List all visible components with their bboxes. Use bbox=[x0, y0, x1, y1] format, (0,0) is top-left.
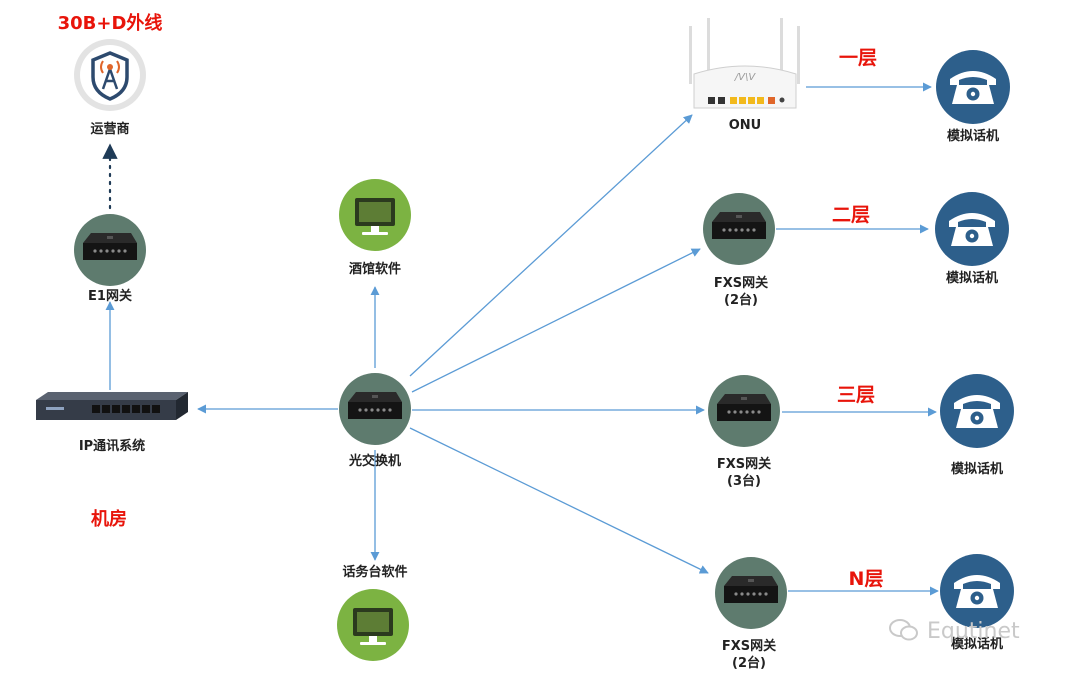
link-switch-to-fxs3 bbox=[409, 427, 709, 574]
fxs-gateway-2-count: (3台) bbox=[727, 474, 761, 489]
link-switch-to-onu bbox=[409, 114, 693, 377]
ip-system-label: IP通讯系统 bbox=[78, 439, 146, 454]
fxs-gateway-3-icon bbox=[715, 557, 787, 629]
optical-switch-label: 光交换机 bbox=[348, 454, 402, 469]
e1-gateway-label: E1网关 bbox=[88, 289, 132, 304]
svg-text:/V\V: /V\V bbox=[734, 72, 757, 83]
fxs-gateway-1-label: FXS网关 (2台) bbox=[714, 275, 768, 309]
optical-switch-icon bbox=[339, 373, 411, 445]
trunk-label: 30B+D外线 bbox=[57, 13, 163, 34]
onu-label: ONU bbox=[728, 118, 762, 133]
carrier-label: 运营商 bbox=[90, 122, 130, 137]
fxs-gateway-2-label: FXS网关 (3台) bbox=[717, 456, 771, 490]
watermark-text: Equtinet bbox=[927, 619, 1020, 644]
phone-1-icon bbox=[936, 50, 1010, 124]
wechat-icon bbox=[889, 619, 918, 641]
ip-pbx-rack-icon bbox=[36, 392, 188, 420]
hotel-software-label: 酒馆软件 bbox=[348, 262, 402, 277]
phone-1-label: 模拟话机 bbox=[946, 129, 1000, 144]
fxs-gateway-2-icon bbox=[708, 375, 780, 447]
hotel-software-monitor-icon bbox=[339, 179, 411, 251]
floor-3-label: 三层 bbox=[836, 384, 876, 406]
fxs-gateway-1-count: (2台) bbox=[724, 293, 758, 308]
link-switch-to-fxs1 bbox=[411, 248, 701, 393]
floor-1-label: 一层 bbox=[838, 47, 878, 69]
onu-router-icon: /V\V bbox=[689, 18, 800, 109]
shield-antenna-icon bbox=[74, 39, 146, 111]
phone-3-label: 模拟话机 bbox=[950, 462, 1004, 477]
machine-room-label: 机房 bbox=[91, 509, 127, 530]
fxs-gateway-1-name: FXS网关 bbox=[713, 276, 769, 291]
phone-4-icon bbox=[940, 554, 1014, 628]
floor-2-label: 二层 bbox=[831, 204, 871, 226]
operator-software-label: 话务台软件 bbox=[342, 565, 408, 580]
phone-3-icon bbox=[940, 374, 1014, 448]
floor-n-label: N层 bbox=[848, 568, 884, 590]
e1-gateway-icon bbox=[74, 214, 146, 286]
phone-2-icon bbox=[935, 192, 1009, 266]
fxs-gateway-1-icon bbox=[703, 193, 775, 265]
fxs-gateway-3-count: (2台) bbox=[732, 656, 766, 671]
operator-software-monitor-icon bbox=[337, 589, 409, 661]
fxs-gateway-3-label: FXS网关 (2台) bbox=[722, 638, 776, 672]
phone-2-label: 模拟话机 bbox=[945, 271, 999, 286]
watermark: Equtinet bbox=[888, 618, 1020, 644]
connections bbox=[102, 82, 939, 596]
fxs-gateway-2-name: FXS网关 bbox=[716, 457, 772, 472]
phone-4-label: 模拟话机 bbox=[950, 637, 1004, 652]
fxs-gateway-3-name: FXS网关 bbox=[721, 639, 777, 654]
